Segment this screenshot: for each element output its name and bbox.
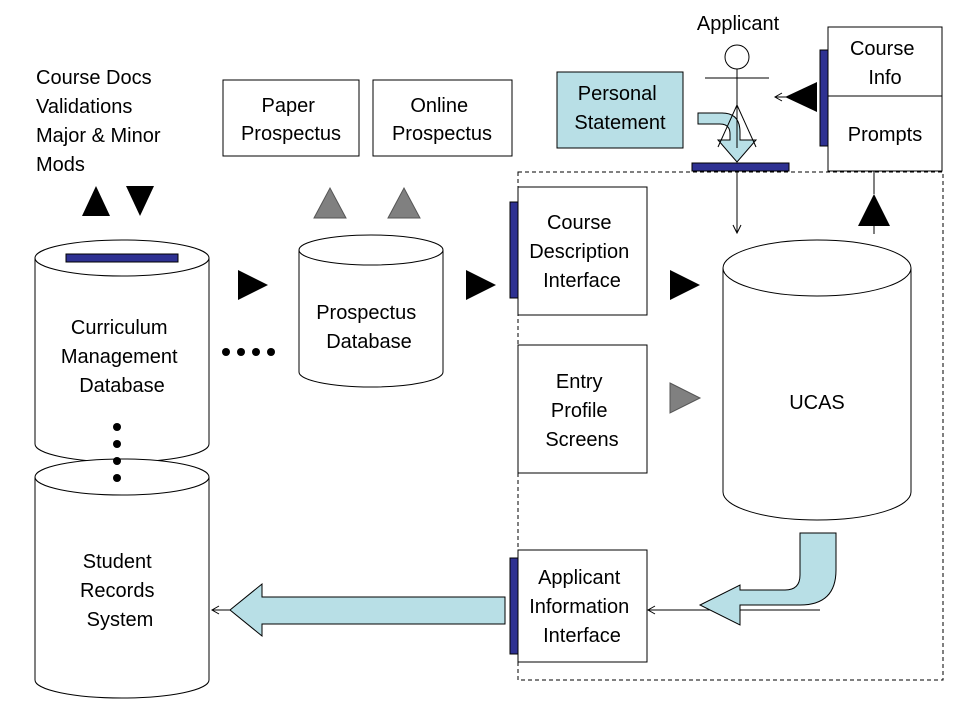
ucas-label: UCAS bbox=[789, 392, 845, 414]
entry-profile-screens-label: Entry Profile Screens bbox=[545, 371, 618, 451]
course-info-prompts-box bbox=[827, 26, 943, 172]
horizontal-dot-3 bbox=[252, 348, 260, 356]
student-records-cylinder bbox=[34, 477, 210, 699]
course-info-left-arrowhead bbox=[773, 92, 783, 102]
prospectus-db-top bbox=[298, 234, 444, 266]
ucas-curved-arrow bbox=[698, 532, 837, 626]
horizontal-dot-2 bbox=[237, 348, 245, 356]
prospectus-db-cylinder bbox=[298, 250, 444, 388]
right-arrow-icon-2 bbox=[466, 270, 496, 300]
student-records-label: Student Records System bbox=[80, 551, 160, 631]
online-prospectus-label: Online Prospectus bbox=[392, 95, 492, 145]
applicant-label: Applicant bbox=[697, 13, 780, 35]
applicant-head-icon bbox=[724, 44, 750, 70]
grey-right-arrow-icon bbox=[669, 382, 702, 414]
paper-up-triangle-icon bbox=[313, 186, 347, 219]
paper-prospectus-box bbox=[222, 79, 360, 157]
course-info-label: Course Info bbox=[850, 38, 920, 89]
prompts-up-arrow-icon bbox=[858, 194, 890, 226]
applicant-leg-right bbox=[736, 104, 757, 148]
applicant-interface-bar bbox=[691, 162, 790, 172]
applicant-information-accent-bar bbox=[509, 557, 519, 655]
paper-prospectus-label: Paper Prospectus bbox=[241, 95, 341, 145]
online-up-triangle-icon bbox=[387, 186, 421, 219]
vertical-dot-2 bbox=[113, 440, 121, 448]
prospectus-db-label: Prospectus Database bbox=[316, 302, 422, 353]
student-records-top bbox=[34, 458, 210, 496]
applicant-information-interface-label: Applicant Information Interface bbox=[529, 567, 635, 647]
ucas-top bbox=[722, 239, 912, 297]
ucas-boundary-dashed bbox=[517, 171, 944, 681]
vertical-dot-4 bbox=[113, 474, 121, 482]
applicant-leg-left bbox=[717, 104, 738, 148]
right-arrow-icon-1 bbox=[238, 270, 268, 300]
prompts-label: Prompts bbox=[848, 124, 922, 146]
statement-curved-arrow bbox=[697, 112, 758, 163]
curriculum-db-accent-bar bbox=[65, 253, 179, 263]
curriculum-db-label: Curriculum Management Database bbox=[61, 317, 183, 397]
ucas-cylinder bbox=[722, 268, 912, 521]
course-info-left-arrow-icon bbox=[785, 82, 817, 112]
applicant-to-ucas-arrowhead bbox=[732, 224, 742, 235]
online-prospectus-box bbox=[372, 79, 513, 157]
vertical-dot-1 bbox=[113, 423, 121, 431]
horizontal-dot-4 bbox=[267, 348, 275, 356]
course-description-accent-bar bbox=[509, 201, 519, 299]
vertical-dot-3 bbox=[113, 457, 121, 465]
personal-statement-box bbox=[556, 71, 684, 149]
records-arrow-arrowhead bbox=[210, 605, 220, 615]
right-arrow-icon-3 bbox=[670, 270, 700, 300]
course-docs-label: Course Docs Validations Major & Minor Mo… bbox=[36, 67, 166, 176]
course-info-accent-bar bbox=[819, 49, 829, 147]
interface-to-records-arrow bbox=[229, 582, 506, 638]
horizontal-dot-1 bbox=[222, 348, 230, 356]
up-arrow-icon bbox=[82, 186, 110, 216]
applicant-information-interface-box bbox=[517, 549, 648, 663]
down-arrow-icon bbox=[126, 186, 154, 216]
ucas-to-interface-arrowhead bbox=[646, 605, 656, 615]
entry-profile-screens-box bbox=[517, 344, 648, 474]
course-description-interface-label: Course Description Interface bbox=[529, 212, 635, 292]
personal-statement-label: Personal Statement bbox=[574, 83, 666, 134]
